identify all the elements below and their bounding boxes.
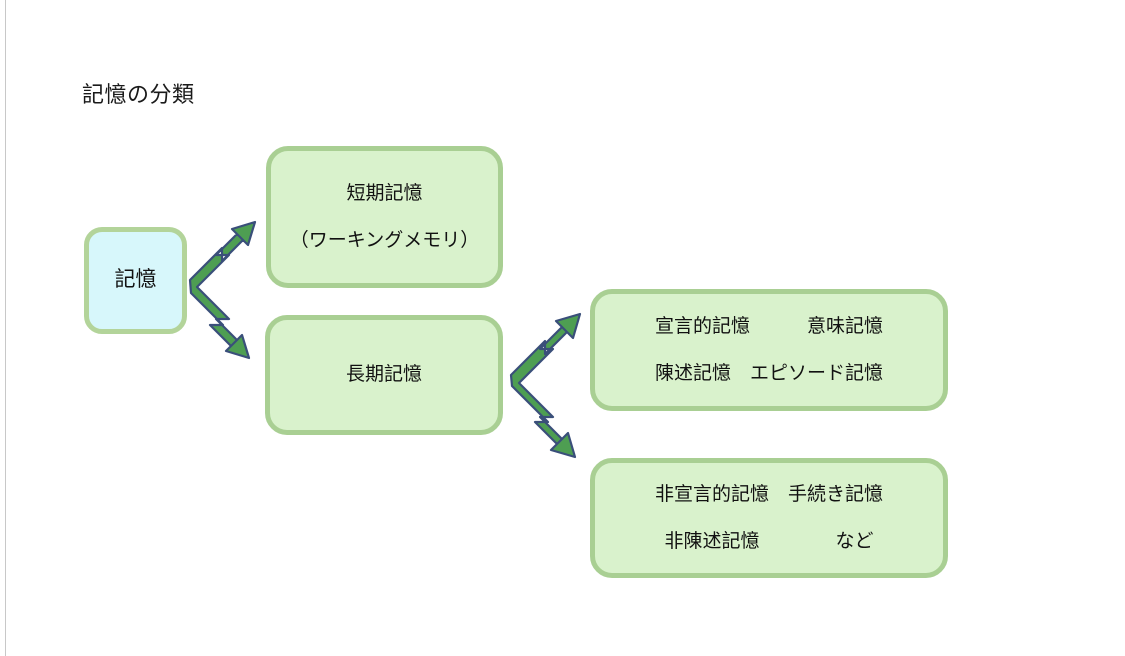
node-short-term-line-1: 短期記憶: [346, 182, 423, 204]
node-short-term-memory[interactable]: 短期記憶 （ワーキングメモリ）: [266, 146, 503, 288]
node-declarative-memory[interactable]: 宣言的記憶 意味記憶 陳述記憶 エピソード記憶: [590, 289, 948, 411]
node-declarative-line-1: 宣言的記憶 意味記憶: [654, 315, 883, 337]
page-title: 記憶の分類: [82, 82, 195, 107]
node-nondeclarative-line-2: 非陳述記憶 など: [664, 531, 874, 552]
slide-left-edge-rule: [5, 0, 6, 656]
node-memory[interactable]: 記憶: [84, 227, 187, 334]
node-nondeclarative-memory[interactable]: 非宣言的記憶 手続き記憶 非陳述記憶 など: [590, 458, 948, 578]
node-long-term-line-1: 長期記憶: [345, 364, 422, 386]
node-long-term-memory[interactable]: 長期記憶: [265, 315, 503, 435]
node-memory-line-1: 記憶: [114, 268, 157, 292]
node-declarative-line-2: 陳述記憶 エピソード記憶: [654, 363, 883, 384]
node-short-term-line-2: （ワーキングメモリ）: [289, 230, 480, 251]
arrow-longterm-split: [509, 312, 582, 459]
arrow-memory-split: [188, 220, 257, 360]
node-nondeclarative-line-1: 非宣言的記憶 手続き記憶: [654, 483, 883, 505]
